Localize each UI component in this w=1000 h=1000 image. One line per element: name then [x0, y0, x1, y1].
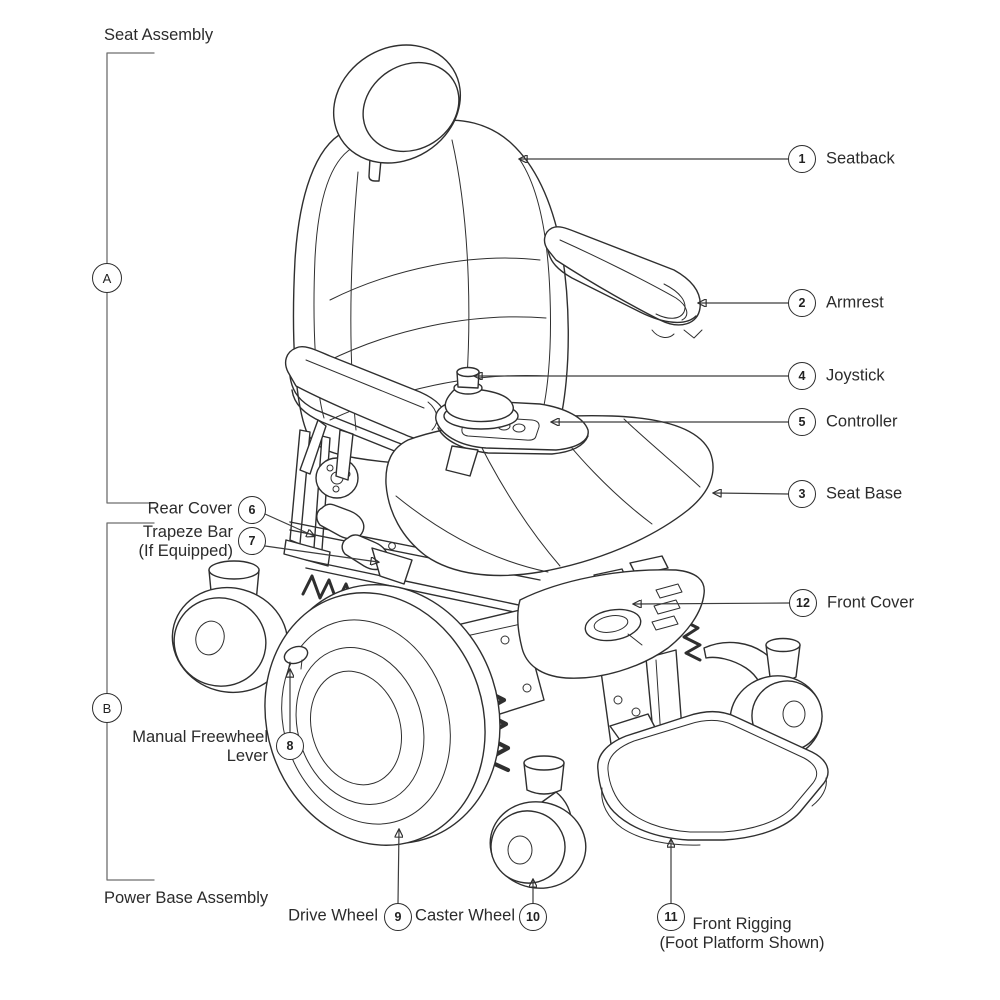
controller-button — [512, 423, 526, 433]
assembly-bubble-A: A — [92, 263, 122, 293]
callout-bubble-3: 3 — [788, 480, 816, 508]
headrest — [332, 44, 462, 182]
leader-line-9 — [398, 830, 399, 904]
callout-bubble-2: 2 — [788, 289, 816, 317]
callout-bubble-4: 4 — [788, 362, 816, 390]
callout-label-6: Rear Cover — [147, 499, 232, 518]
q-logo — [584, 608, 642, 642]
callout-label-11: Front Rigging(Foot Platform Shown) — [659, 915, 825, 952]
callout-bubble-1: 1 — [788, 145, 816, 173]
front-caster-wheel — [489, 755, 587, 889]
callout-bubble-11: 11 — [657, 903, 685, 931]
armrest-right — [543, 226, 703, 339]
callout-label-12: Front Cover — [827, 593, 915, 612]
freewheel-lever — [283, 645, 309, 672]
leader-lines — [264, 159, 790, 904]
assembly-title-B: Power Base Assembly — [104, 889, 269, 907]
callout-bubble-10: 10 — [519, 903, 547, 931]
drive-wheel — [264, 583, 501, 846]
callout-label-9: Drive Wheel — [288, 906, 378, 925]
leader-line-7 — [264, 545, 378, 562]
callout-bubble-7: 7 — [238, 527, 266, 555]
callout-label-7: Trapeze Bar(If Equipped) — [138, 523, 233, 560]
callout-label-5: Controller — [826, 412, 898, 431]
callout-label-3: Seat Base — [826, 484, 903, 503]
callout-bubble-6: 6 — [238, 496, 266, 524]
leader-line-3 — [714, 493, 789, 494]
rear-caster-wheel — [171, 560, 289, 694]
callout-label-2: Armrest — [826, 293, 884, 312]
callout-label-4: Joystick — [826, 366, 885, 385]
callout-bubble-8: 8 — [276, 732, 304, 760]
callout-bubble-9: 9 — [384, 903, 412, 931]
foot-platform — [597, 710, 829, 846]
callout-label-10: Caster Wheel — [415, 906, 515, 925]
armrest-left — [284, 346, 447, 481]
leader-line-6 — [264, 513, 314, 536]
seat-frame — [283, 429, 581, 627]
front-cover — [517, 569, 705, 679]
assembly-bubble-B: B — [92, 693, 122, 723]
assembly-title-A: Seat Assembly — [104, 26, 214, 44]
callout-label-1: Seatback — [826, 149, 895, 168]
joystick — [443, 366, 519, 430]
callout-bubble-12: 12 — [789, 589, 817, 617]
leader-line-12 — [634, 603, 790, 604]
callout-bubble-5: 5 — [788, 408, 816, 436]
